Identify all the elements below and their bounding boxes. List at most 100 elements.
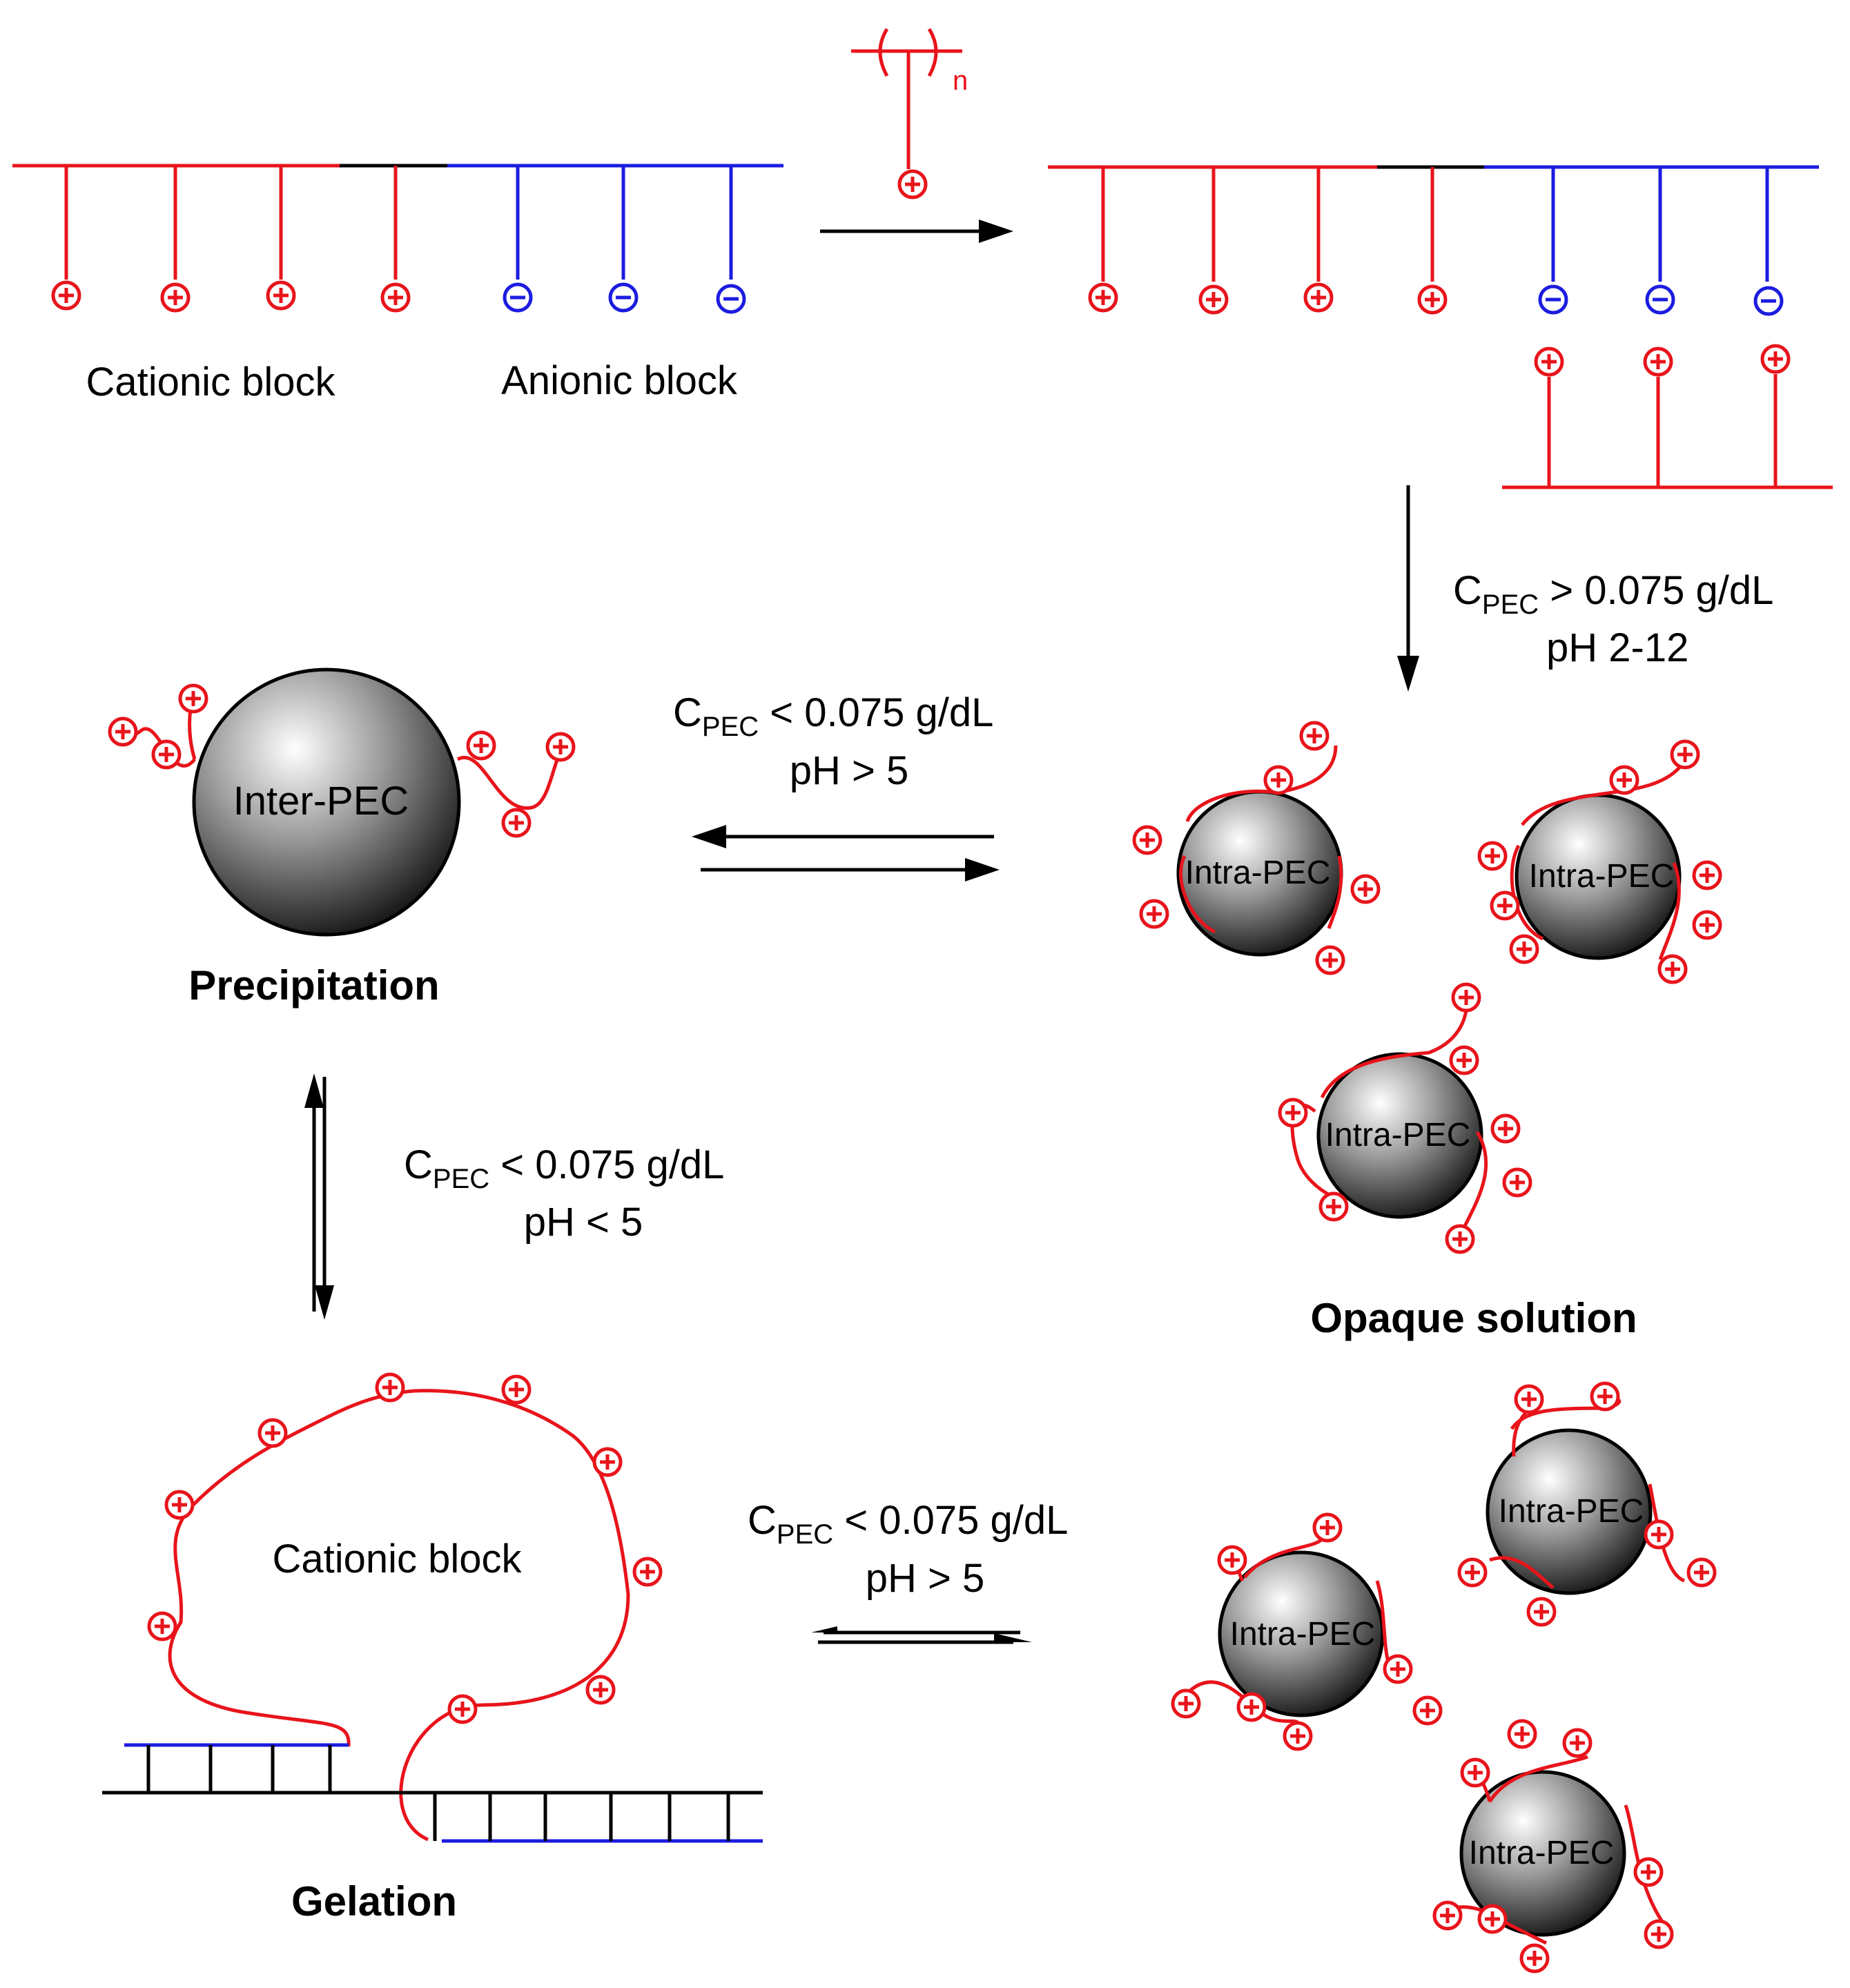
- positive-charge-icon: [1200, 286, 1227, 313]
- positive-charge-icon: [1511, 936, 1537, 962]
- positive-charge-icon: [634, 1559, 661, 1585]
- negative-charge-icon: [1540, 286, 1566, 313]
- intra-pec-particle: Intra-PEC: [1479, 741, 1720, 982]
- positive-charge-icon: [594, 1449, 621, 1475]
- positive-charge-icon: [1528, 1599, 1555, 1625]
- positive-charge-icon: [1688, 1559, 1715, 1586]
- positive-charge-icon: [899, 171, 926, 197]
- down-arrow: [1397, 485, 1419, 692]
- positive-charge-icon: [1280, 1100, 1306, 1126]
- positive-charge-icon: [1492, 893, 1518, 919]
- diblock-copolymer: Cationic block Anionic block: [12, 164, 783, 405]
- positive-charge-icon: [1173, 1690, 1199, 1717]
- equilibrium-arrows-middle: [692, 825, 1000, 881]
- cationic-repeat-unit: n: [851, 28, 968, 197]
- positive-charge-icon: [1521, 1945, 1548, 1971]
- positive-charge-icon: [1238, 1694, 1265, 1720]
- negative-charge-icon: [1755, 288, 1782, 314]
- positive-charge-icon: [1479, 1906, 1506, 1932]
- positive-charge-icon: [503, 810, 529, 836]
- negative-charge-icon: [610, 284, 636, 311]
- repeat-subscript: n: [953, 66, 968, 96]
- svg-text:Intra-PEC: Intra-PEC: [1529, 858, 1675, 895]
- positive-charge-icon: [1516, 1386, 1542, 1412]
- inter-pec-label: Inter-PEC: [233, 779, 409, 824]
- intra-pec-particle: Intra-PEC: [1173, 1514, 1441, 1749]
- intra-pec-particle: Intra-PEC: [1134, 723, 1379, 973]
- inter-pec-particle: Inter-PEC: [110, 667, 574, 937]
- positive-charge-icon: [1646, 1521, 1672, 1548]
- negative-charge-icon: [718, 286, 744, 312]
- opaque-solution-label: Opaque solution: [1310, 1295, 1637, 1341]
- positive-charge-icon: [1646, 1921, 1672, 1947]
- svg-text:Intra-PEC: Intra-PEC: [1325, 1117, 1471, 1153]
- positive-charge-icon: [1635, 1859, 1662, 1885]
- positive-charge-icon: [1321, 1193, 1347, 1220]
- positive-charge-icon: [587, 1677, 614, 1703]
- equilibrium-arrows-vertical: [304, 1073, 334, 1320]
- positive-charge-icon: [1434, 1902, 1461, 1929]
- positive-charge-icon: [377, 1374, 403, 1401]
- positive-charge-icon: [1762, 346, 1789, 372]
- svg-text:Intra-PEC: Intra-PEC: [1469, 1835, 1615, 1871]
- positive-charge-icon: [166, 1492, 193, 1518]
- intra-pec-particle: Intra-PEC: [1280, 984, 1530, 1252]
- positive-charge-icon: [1462, 1760, 1488, 1786]
- positive-charge-icon: [1509, 1721, 1535, 1747]
- positive-charge-icon: [1301, 723, 1327, 749]
- intra-pec-particle: Intra-PEC: [1459, 1383, 1715, 1625]
- intra-pec-particle: Intra-PEC: [1434, 1721, 1672, 1971]
- positive-charge-icon: [1694, 912, 1720, 938]
- condition-concentration-right: CPEC > 0.075 g/dL: [1453, 568, 1773, 620]
- positive-charge-icon: [1592, 1383, 1618, 1410]
- positive-charge-icon: [1564, 1730, 1590, 1756]
- gelation-label: Gelation: [291, 1878, 457, 1924]
- positive-charge-icon: [1504, 1169, 1530, 1196]
- positive-charge-icon: [1141, 901, 1167, 927]
- positive-charge-icon: [547, 734, 574, 760]
- svg-text:Intra-PEC: Intra-PEC: [1230, 1616, 1376, 1653]
- positive-charge-icon: [382, 284, 409, 311]
- condition-concentration-left: CPEC < 0.075 g/dL: [404, 1142, 724, 1194]
- positive-charge-icon: [1492, 1115, 1519, 1142]
- positive-charge-icon: [1385, 1656, 1411, 1682]
- positive-charge-icon: [1694, 862, 1720, 888]
- positive-charge-icon: [1645, 349, 1671, 375]
- positive-charge-icon: [1219, 1547, 1245, 1573]
- svg-text:Intra-PEC: Intra-PEC: [1185, 855, 1331, 891]
- positive-charge-icon: [1611, 767, 1637, 793]
- precipitation-label: Precipitation: [188, 962, 439, 1008]
- positive-charge-icon: [1317, 947, 1343, 973]
- positive-charge-icon: [53, 282, 79, 309]
- anionic-block-label: Anionic block: [501, 358, 738, 403]
- positive-charge-icon: [1447, 1226, 1473, 1252]
- positive-charge-icon: [260, 1420, 286, 1446]
- condition-ph-right: pH 2-12: [1546, 625, 1688, 670]
- condition-concentration-bottom: CPEC < 0.075 g/dL: [748, 1498, 1068, 1550]
- positive-charge-icon: [1419, 286, 1445, 313]
- positive-charge-icon: [1352, 876, 1379, 902]
- condition-ph-middle: pH > 5: [790, 748, 909, 793]
- positive-charge-icon: [503, 1376, 529, 1403]
- positive-charge-icon: [1672, 741, 1698, 768]
- positive-charge-icon: [162, 284, 188, 311]
- gel-network: Cationic block: [102, 1374, 763, 1843]
- positive-charge-icon: [149, 1613, 175, 1639]
- positive-charge-icon: [1134, 827, 1160, 853]
- positive-charge-icon: [468, 732, 494, 759]
- positive-charge-icon: [268, 282, 294, 309]
- positive-charge-icon: [1285, 1723, 1311, 1749]
- positive-charge-icon: [180, 685, 206, 712]
- negative-charge-icon: [505, 284, 531, 311]
- condition-ph-left: pH < 5: [524, 1200, 643, 1245]
- positive-charge-icon: [449, 1696, 476, 1722]
- gel-loop-label: Cationic block: [272, 1537, 522, 1581]
- positive-charge-icon: [1479, 843, 1506, 869]
- equilibrium-arrows-bottom: [811, 1626, 1032, 1644]
- complexed-copolymer: [1048, 165, 1833, 489]
- positive-charge-icon: [1090, 284, 1116, 311]
- condition-concentration-middle: CPEC < 0.075 g/dL: [673, 690, 993, 742]
- cationic-block-label: Cationic block: [86, 360, 335, 405]
- positive-charge-icon: [1451, 1047, 1477, 1073]
